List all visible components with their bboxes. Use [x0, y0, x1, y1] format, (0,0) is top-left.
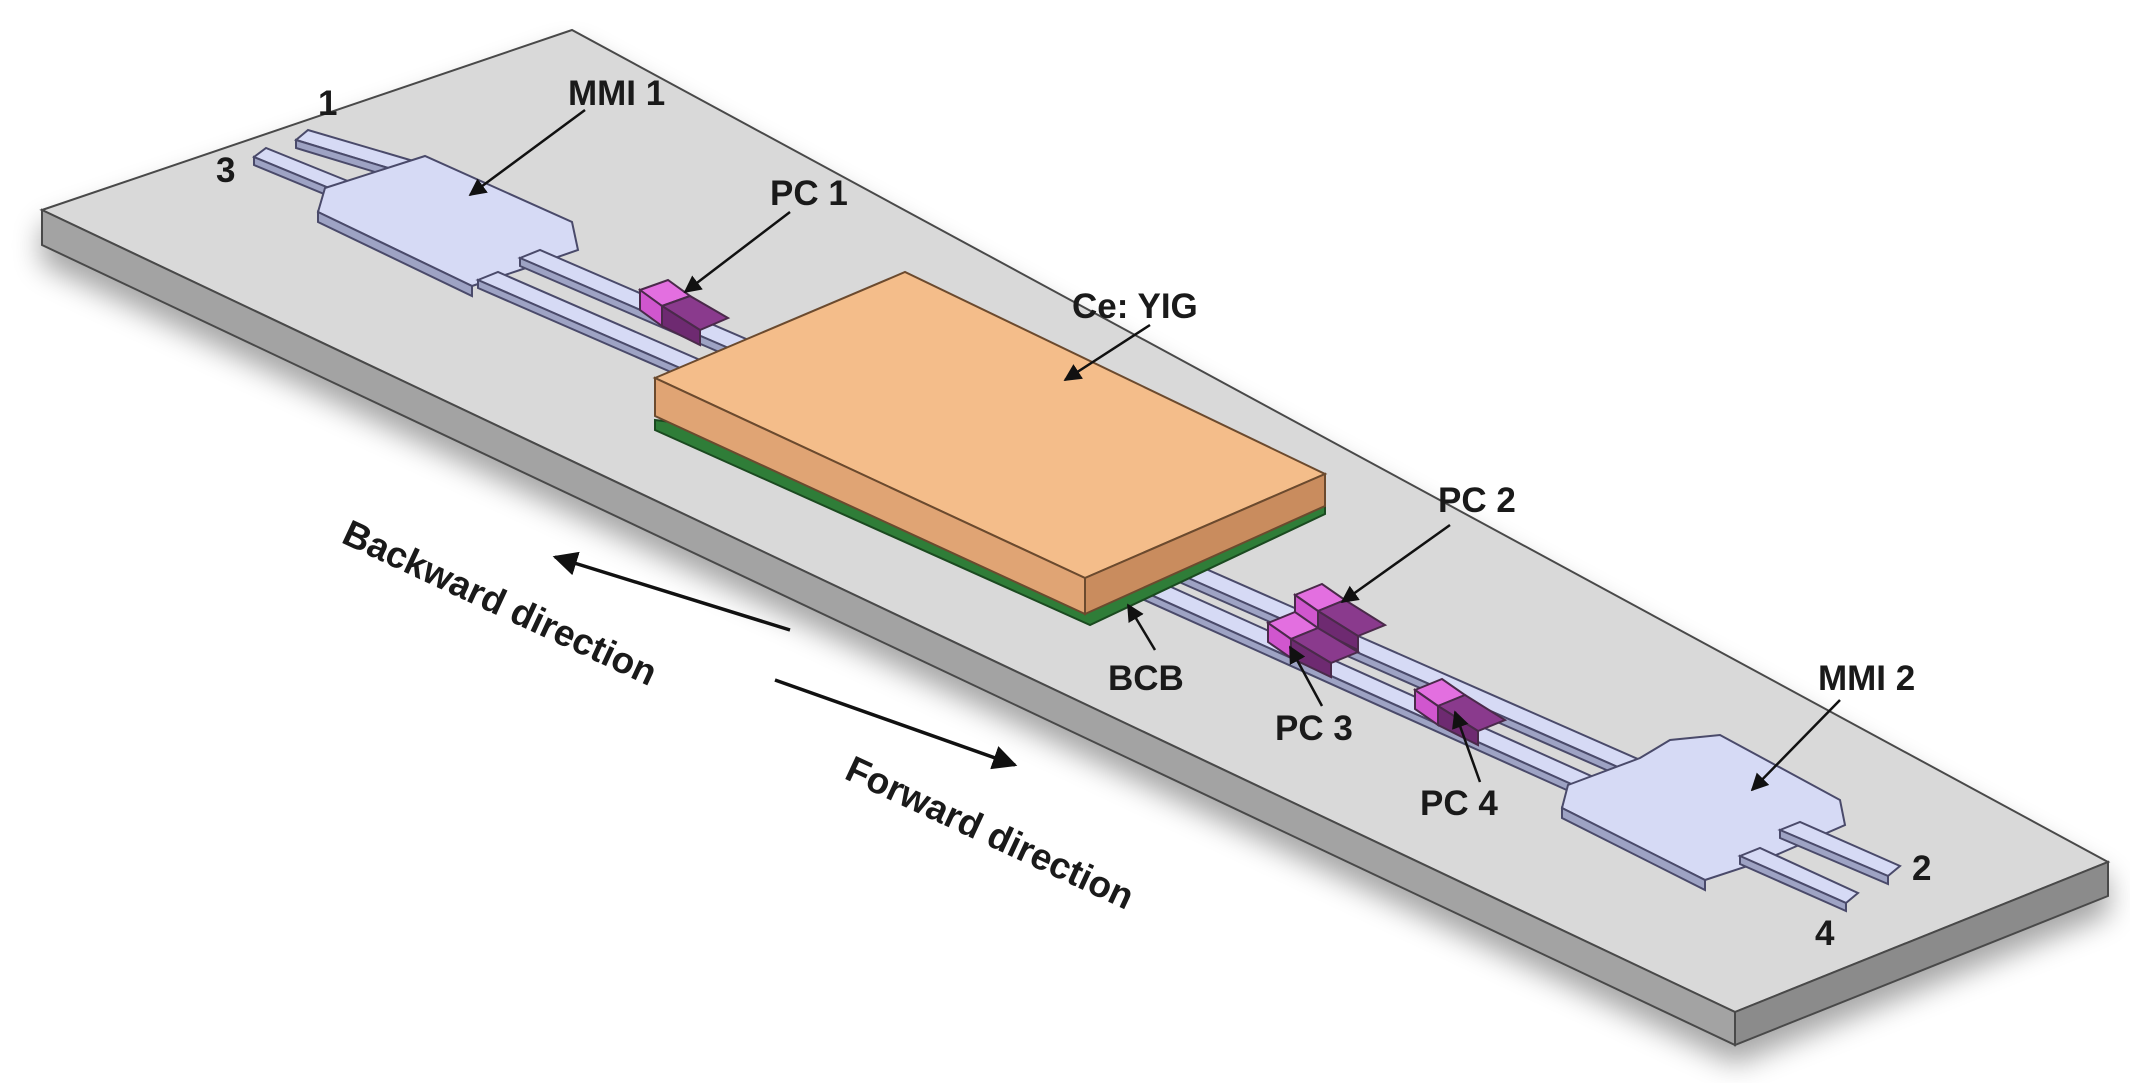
leader-arrows	[468, 108, 1841, 792]
ceyig-slab	[652, 270, 1328, 616]
forward-arrow	[774, 678, 1018, 770]
port3-label: 3	[216, 151, 235, 190]
pc2-phase-shifter	[1292, 582, 1388, 652]
forward-direction-label: Forward direction	[840, 748, 1141, 917]
port1-label: 1	[318, 84, 337, 123]
pc1-phase-shifter	[637, 278, 731, 347]
pc4-arrow	[1452, 710, 1482, 783]
mmi2	[1560, 733, 1847, 892]
port2-label: 2	[1912, 849, 1931, 888]
pc1-arrow	[683, 211, 791, 294]
direction-arrows	[552, 551, 1018, 770]
pc1-label: PC 1	[770, 174, 848, 213]
ceyig-arrow	[1063, 323, 1151, 382]
pc4-label: PC 4	[1420, 784, 1498, 823]
substrate-side	[1734, 860, 2109, 1047]
port4-label: 4	[1815, 914, 1835, 953]
bcb-arrow	[1126, 603, 1157, 651]
pc3-arrow	[1288, 645, 1324, 707]
ceyig-label: Ce: YIG	[1072, 287, 1198, 326]
mmi1-arrow	[468, 108, 586, 197]
right-ports	[1737, 820, 1902, 913]
backward-direction-label: Backward direction	[337, 512, 664, 693]
mmi2-label: MMI 2	[1818, 659, 1915, 698]
mmi1-label: MMI 1	[568, 74, 665, 113]
ceyig-right	[1084, 472, 1326, 616]
pc3-label: PC 3	[1275, 709, 1353, 748]
backward-arrow	[552, 551, 791, 632]
pc2-label: PC 2	[1438, 481, 1516, 520]
pc2-arrow	[1340, 523, 1451, 604]
bcb-label: BCB	[1108, 659, 1184, 698]
mmi2-arrow	[1750, 699, 1841, 792]
